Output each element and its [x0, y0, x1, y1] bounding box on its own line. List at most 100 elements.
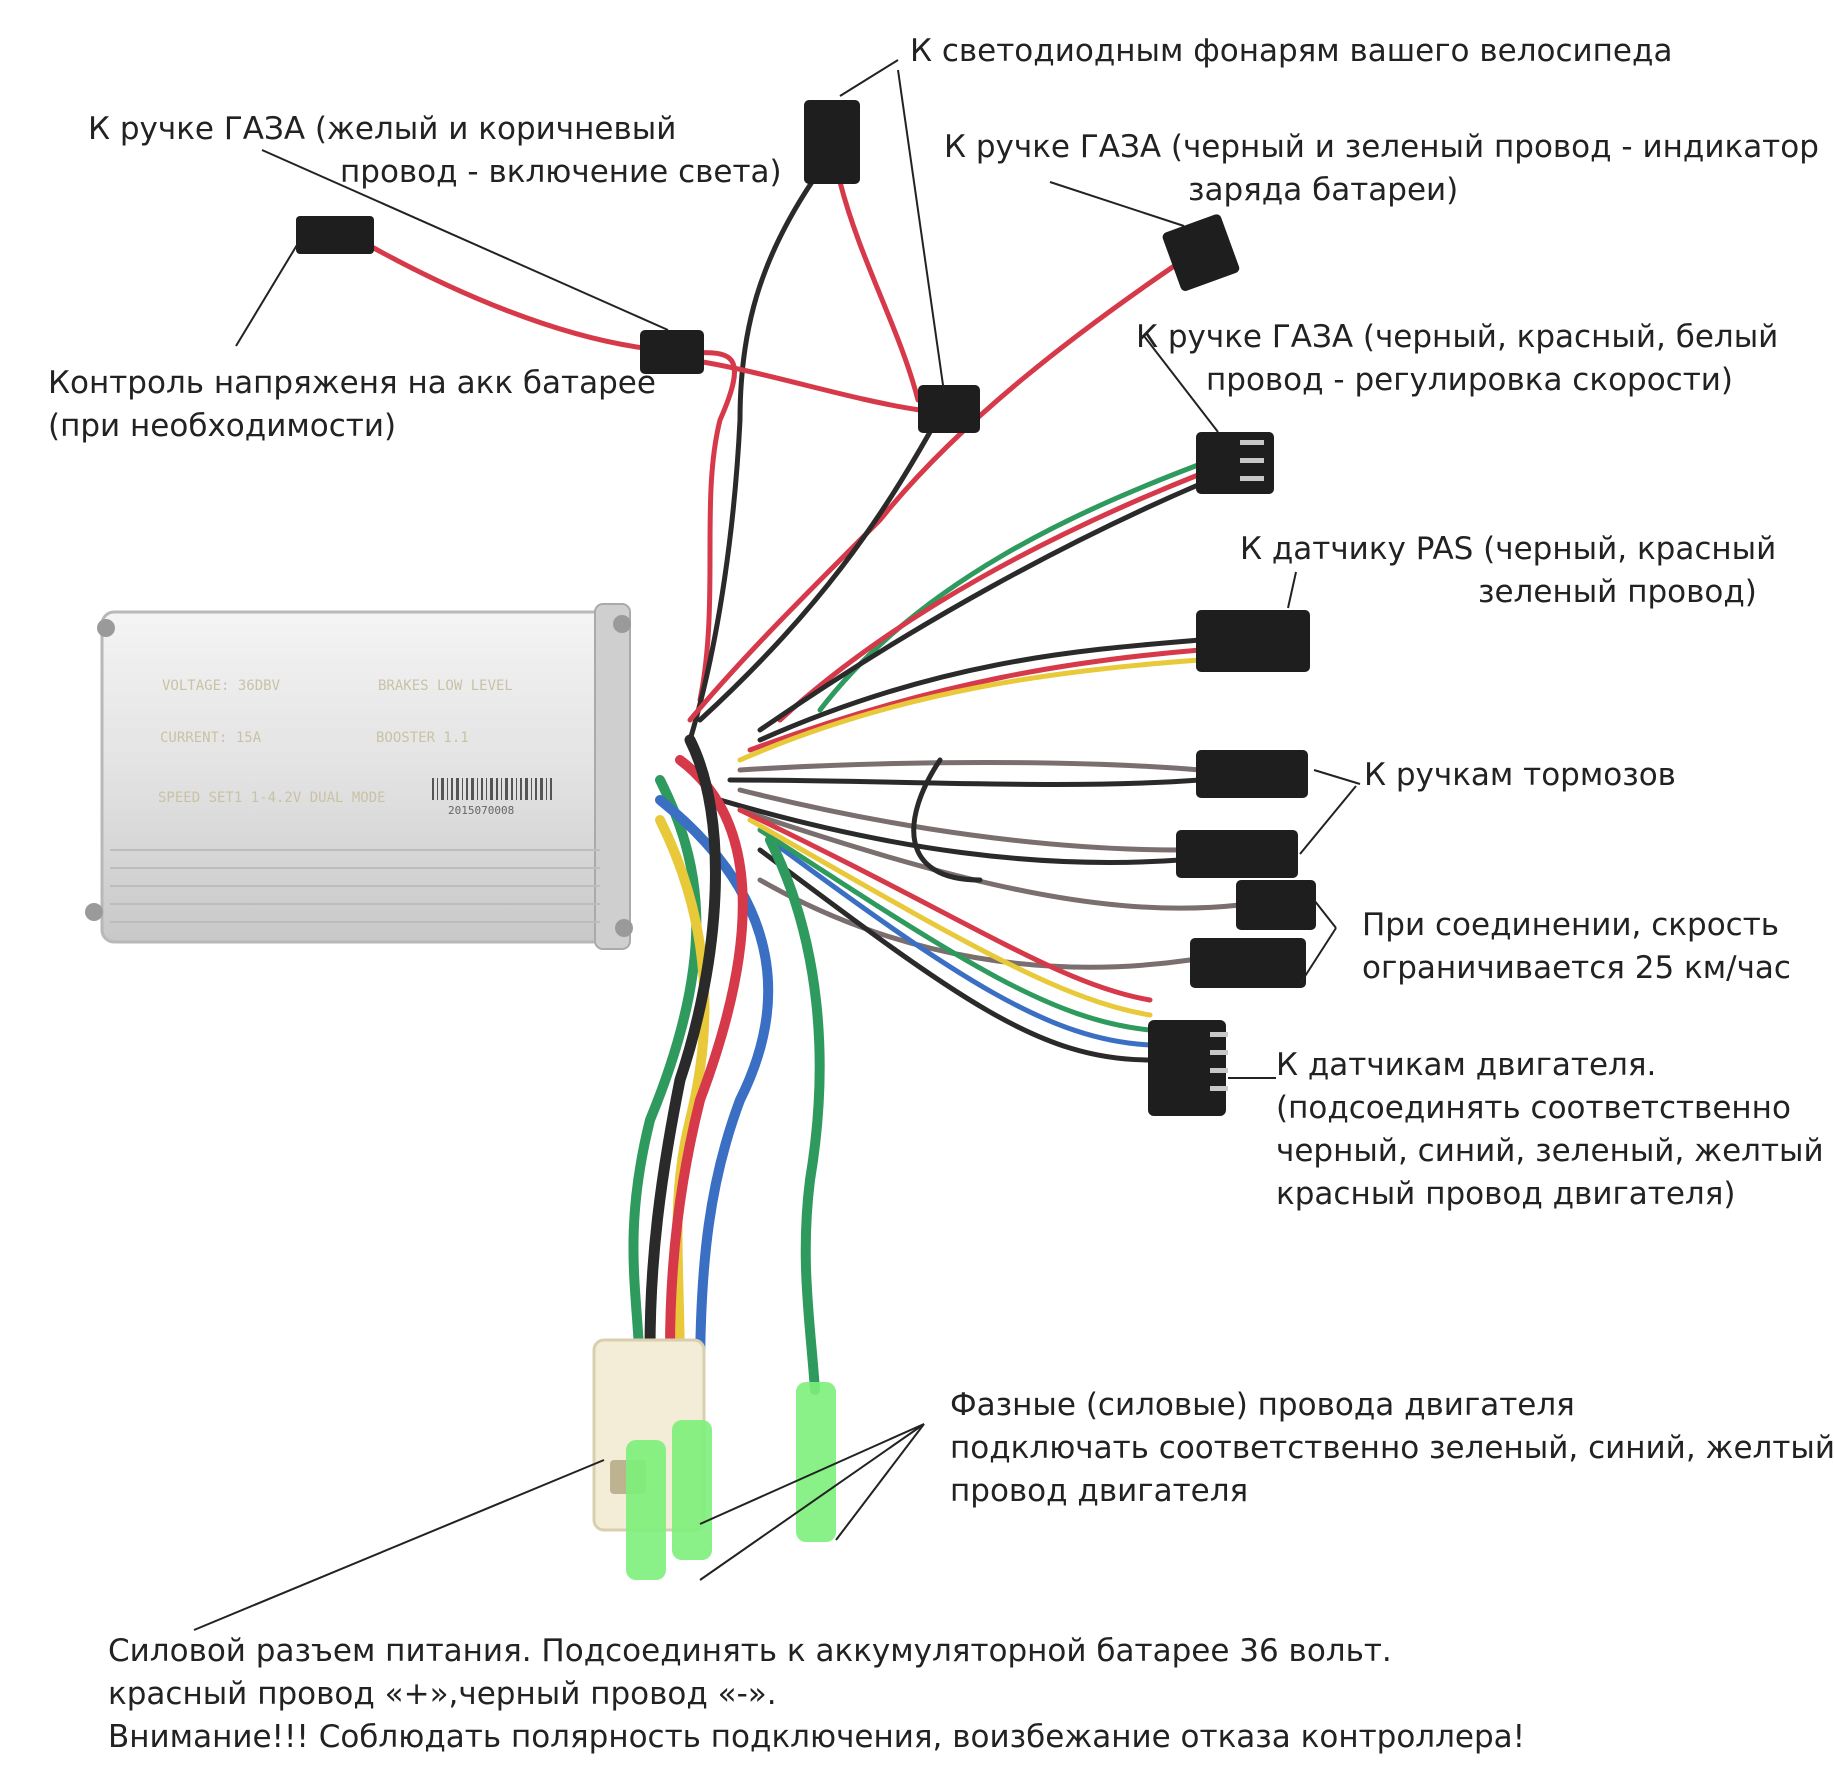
connectors	[296, 100, 1316, 1580]
wire-red-lights-2	[687, 357, 923, 413]
label-line: К ручке ГАЗА (черный, красный, белый	[1136, 319, 1779, 355]
leader-limit	[1313, 899, 1337, 929]
wire-yellow-main	[655, 815, 710, 1385]
label-line: (при необходимости)	[48, 408, 397, 444]
leader-led-lights-2	[897, 69, 945, 393]
label-line: (подсоединять соответственно	[1276, 1090, 1791, 1126]
connector-pas	[1196, 610, 1310, 672]
label-line: провод - регулировка скорости)	[1206, 362, 1734, 398]
label-line: красный провод двигателя)	[1276, 1176, 1736, 1212]
label-line: К ручке ГАЗА (желый и коричневый	[88, 111, 677, 147]
label-line: черный, синий, зеленый, желтый	[1276, 1133, 1824, 1169]
barcode-icon	[432, 778, 552, 800]
connector-lights-lower	[918, 385, 980, 433]
connector-brake-1	[1196, 750, 1308, 798]
phase-insulator-blue	[672, 1420, 712, 1560]
label-led-lights: К светодиодным фонарям вашего велосипеда	[910, 30, 1672, 73]
wire-green-main	[628, 775, 702, 1385]
label-line: красный провод «+»,черный провод «-».	[108, 1676, 777, 1712]
leader-indicator	[1049, 181, 1185, 227]
label-throttle-light: К ручке ГАЗА (желый и коричневый провод …	[88, 108, 782, 194]
controller-fins	[110, 849, 600, 923]
wire-black-hall	[757, 847, 1153, 1063]
connector-indicator	[1162, 214, 1240, 291]
wire-black-brake-2	[717, 797, 1183, 865]
sensor-connector-pins	[1210, 1032, 1228, 1091]
wire-black-lights	[687, 179, 815, 743]
leader-phase-2	[699, 1423, 925, 1581]
screw-top-left	[97, 619, 115, 637]
controller-box: VOLTAGE: 36DBV CURRENT: 15A SPEED SET1 1…	[85, 603, 633, 950]
label-line: При соединении, скрость	[1362, 907, 1780, 943]
connector-throttle-light	[640, 330, 704, 374]
screw-bottom-left	[85, 903, 103, 921]
controller-body	[100, 610, 624, 944]
leader-pas	[1287, 571, 1297, 609]
wire-green-speed	[817, 462, 1201, 713]
wire-red-indicator	[687, 259, 1183, 723]
leader-phase-3	[835, 1423, 925, 1541]
label-throttle-speed: К ручке ГАЗА (черный, красный, белый про…	[1136, 316, 1778, 402]
wire-grey-limit-1	[737, 807, 1243, 911]
leader-limit-2	[1299, 927, 1337, 985]
speed-connector-pins	[1240, 440, 1264, 481]
wire-black-speed	[757, 482, 1201, 733]
label-line: Фазные (силовые) провода двигателя	[950, 1387, 1575, 1423]
wire-grey-brake-2	[737, 787, 1183, 853]
connector-brake-2	[1176, 830, 1298, 878]
wire-grey-brake-1	[737, 760, 1203, 773]
leader-throttle-speed	[1143, 335, 1219, 433]
label-line: провод - включение света)	[340, 154, 782, 190]
label-pas-sensor: К датчику PAS (черный, красный зеленый п…	[1240, 528, 1776, 614]
label-battery-voltage: Контроль напряженя на акк батарее (при н…	[48, 362, 656, 448]
label-line: К датчику PAS (черный, красный	[1240, 531, 1777, 567]
phase-insulator-green	[796, 1382, 836, 1542]
wire-red-hall	[737, 807, 1153, 1003]
label-power-connector: Силовой разъем питания. Подсоединять к а…	[108, 1630, 1525, 1759]
label-line: К датчикам двигателя.	[1276, 1047, 1657, 1083]
wire-blue-main	[655, 795, 774, 1385]
screw-bottom-right	[615, 919, 633, 937]
connector-lights	[804, 100, 860, 184]
label-motor-sensors: К датчикам двигателя. (подсоединять соот…	[1276, 1044, 1824, 1216]
leader-lines	[193, 59, 1361, 1631]
phase-insulator-yellow	[626, 1440, 666, 1580]
wire-red-speed	[777, 472, 1201, 723]
wire-red-pas	[747, 647, 1203, 753]
wires	[369, 179, 1243, 1395]
wire-yellow-hall	[747, 817, 1153, 1018]
wiring-diagram: VOLTAGE: 36DBV CURRENT: 15A SPEED SET1 1…	[85, 59, 1361, 1631]
screw-top-right	[613, 615, 631, 633]
label-brakes: К ручкам тормозов	[1364, 754, 1676, 797]
connector-limit-1	[1236, 880, 1316, 930]
label-line: К светодиодным фонарям вашего велосипеда	[910, 33, 1673, 69]
label-line: К ручкам тормозов	[1364, 757, 1676, 793]
wire-black-indicator	[697, 429, 933, 723]
label-line: Силовой разъем питания. Подсоединять к а…	[108, 1633, 1392, 1669]
label-phase-wires: Фазные (силовые) провода двигателя подкл…	[950, 1384, 1835, 1513]
controller-speed-text: SPEED SET1 1-4.2V DUAL MODE	[158, 790, 386, 806]
label-line: подключать соответственно зеленый, синий…	[950, 1430, 1835, 1466]
connector-motor-sensor	[1148, 1020, 1226, 1116]
wire-green-phase	[765, 835, 825, 1395]
controller-endcap	[594, 603, 631, 950]
controller-booster-text: BOOSTER 1.1	[376, 730, 469, 746]
leader-power	[193, 1459, 605, 1631]
connector-voltage	[296, 216, 374, 254]
wire-yellow-pas	[737, 657, 1203, 763]
controller-brakes-text: BRAKES LOW LEVEL	[378, 678, 513, 694]
controller-serial-text: 2015070008	[448, 804, 514, 817]
leader-brakes-2	[1299, 785, 1357, 855]
wire-red-voltage	[369, 244, 738, 703]
label-throttle-battery-indicator: К ручке ГАЗА (черный и зеленый провод - …	[944, 126, 1819, 212]
controller-current-text: CURRENT: 15A	[160, 730, 262, 746]
label-line: ограничивается 25 км/час	[1362, 950, 1791, 986]
label-line: Контроль напряженя на акк батарее	[48, 365, 656, 401]
leader-throttle-light	[261, 149, 669, 331]
label-line: Внимание!!! Соблюдать полярность подключ…	[108, 1719, 1526, 1755]
label-speed-limit: При соединении, скрость ограничивается 2…	[1362, 904, 1791, 990]
connector-limit-2	[1190, 938, 1306, 988]
leader-voltage	[235, 239, 301, 347]
leader-brakes	[1313, 769, 1361, 785]
leader-phase-1	[699, 1423, 925, 1525]
